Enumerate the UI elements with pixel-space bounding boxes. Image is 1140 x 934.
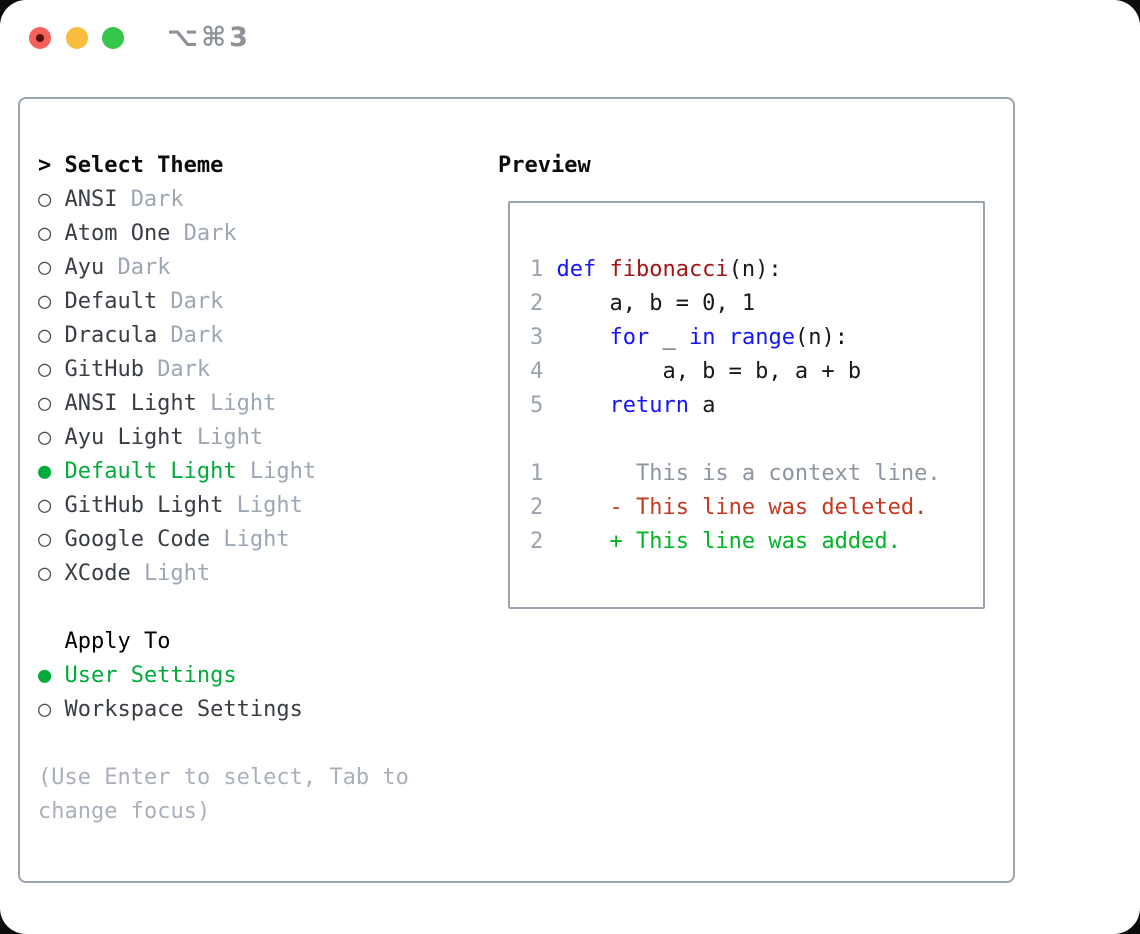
radio-icon: ○: [38, 187, 52, 212]
diff-deleted-line: 2 - This line was deleted.: [530, 495, 928, 520]
radio-icon: ○: [38, 289, 52, 314]
radio-icon: ○: [38, 493, 52, 518]
code-line-5: 5 return a: [530, 393, 716, 418]
preview-heading: Preview: [498, 153, 591, 178]
radio-icon: ○: [38, 255, 52, 280]
close-button[interactable]: [29, 27, 51, 49]
radio-selected-icon: ●: [38, 459, 52, 484]
line-number: 2: [530, 529, 544, 554]
help-text-line2: change focus): [38, 799, 211, 824]
diff-context-line: 1 This is a context line.: [530, 461, 941, 486]
select-theme-label: Select Theme: [64, 153, 224, 178]
zoom-button[interactable]: [102, 27, 124, 49]
code-line-4: 4 a, b = b, a + b: [530, 359, 862, 384]
apply-to-header: Apply To: [38, 625, 409, 659]
titlebar: ⌥⌘3: [0, 0, 1140, 97]
code-line-2: 2 a, b = 0, 1: [530, 291, 756, 316]
radio-icon: ○: [38, 221, 52, 246]
radio-icon: ○: [38, 561, 52, 586]
apply-option-user-settings[interactable]: ●User Settings: [38, 659, 409, 693]
radio-icon: ○: [38, 357, 52, 382]
help-text-line1: (Use Enter to select, Tab to: [38, 765, 409, 790]
radio-icon: ○: [38, 323, 52, 348]
code-line-3: 3 for _ in range(n):: [530, 325, 848, 350]
apply-to-label: Apply To: [64, 629, 171, 654]
radio-icon: ○: [38, 527, 52, 552]
line-number: 2: [530, 495, 544, 520]
radio-icon: ○: [38, 697, 52, 722]
radio-icon: ○: [38, 425, 52, 450]
line-number: 4: [530, 359, 544, 384]
line-number: 1: [530, 461, 544, 486]
window-shortcut-label: ⌥⌘3: [167, 22, 251, 53]
minimize-button[interactable]: [66, 27, 88, 49]
radio-selected-icon: ●: [38, 663, 52, 688]
cursor-icon: >: [38, 153, 52, 178]
apply-option-workspace-settings[interactable]: ○Workspace Settings: [38, 693, 409, 727]
line-number: 5: [530, 393, 544, 418]
line-number: 2: [530, 291, 544, 316]
line-number: 3: [530, 325, 544, 350]
line-number: 1: [530, 257, 544, 282]
select-theme-header: > Select Theme: [38, 149, 409, 183]
radio-icon: ○: [38, 391, 52, 416]
diff-added-line: 2 + This line was added.: [530, 529, 901, 554]
